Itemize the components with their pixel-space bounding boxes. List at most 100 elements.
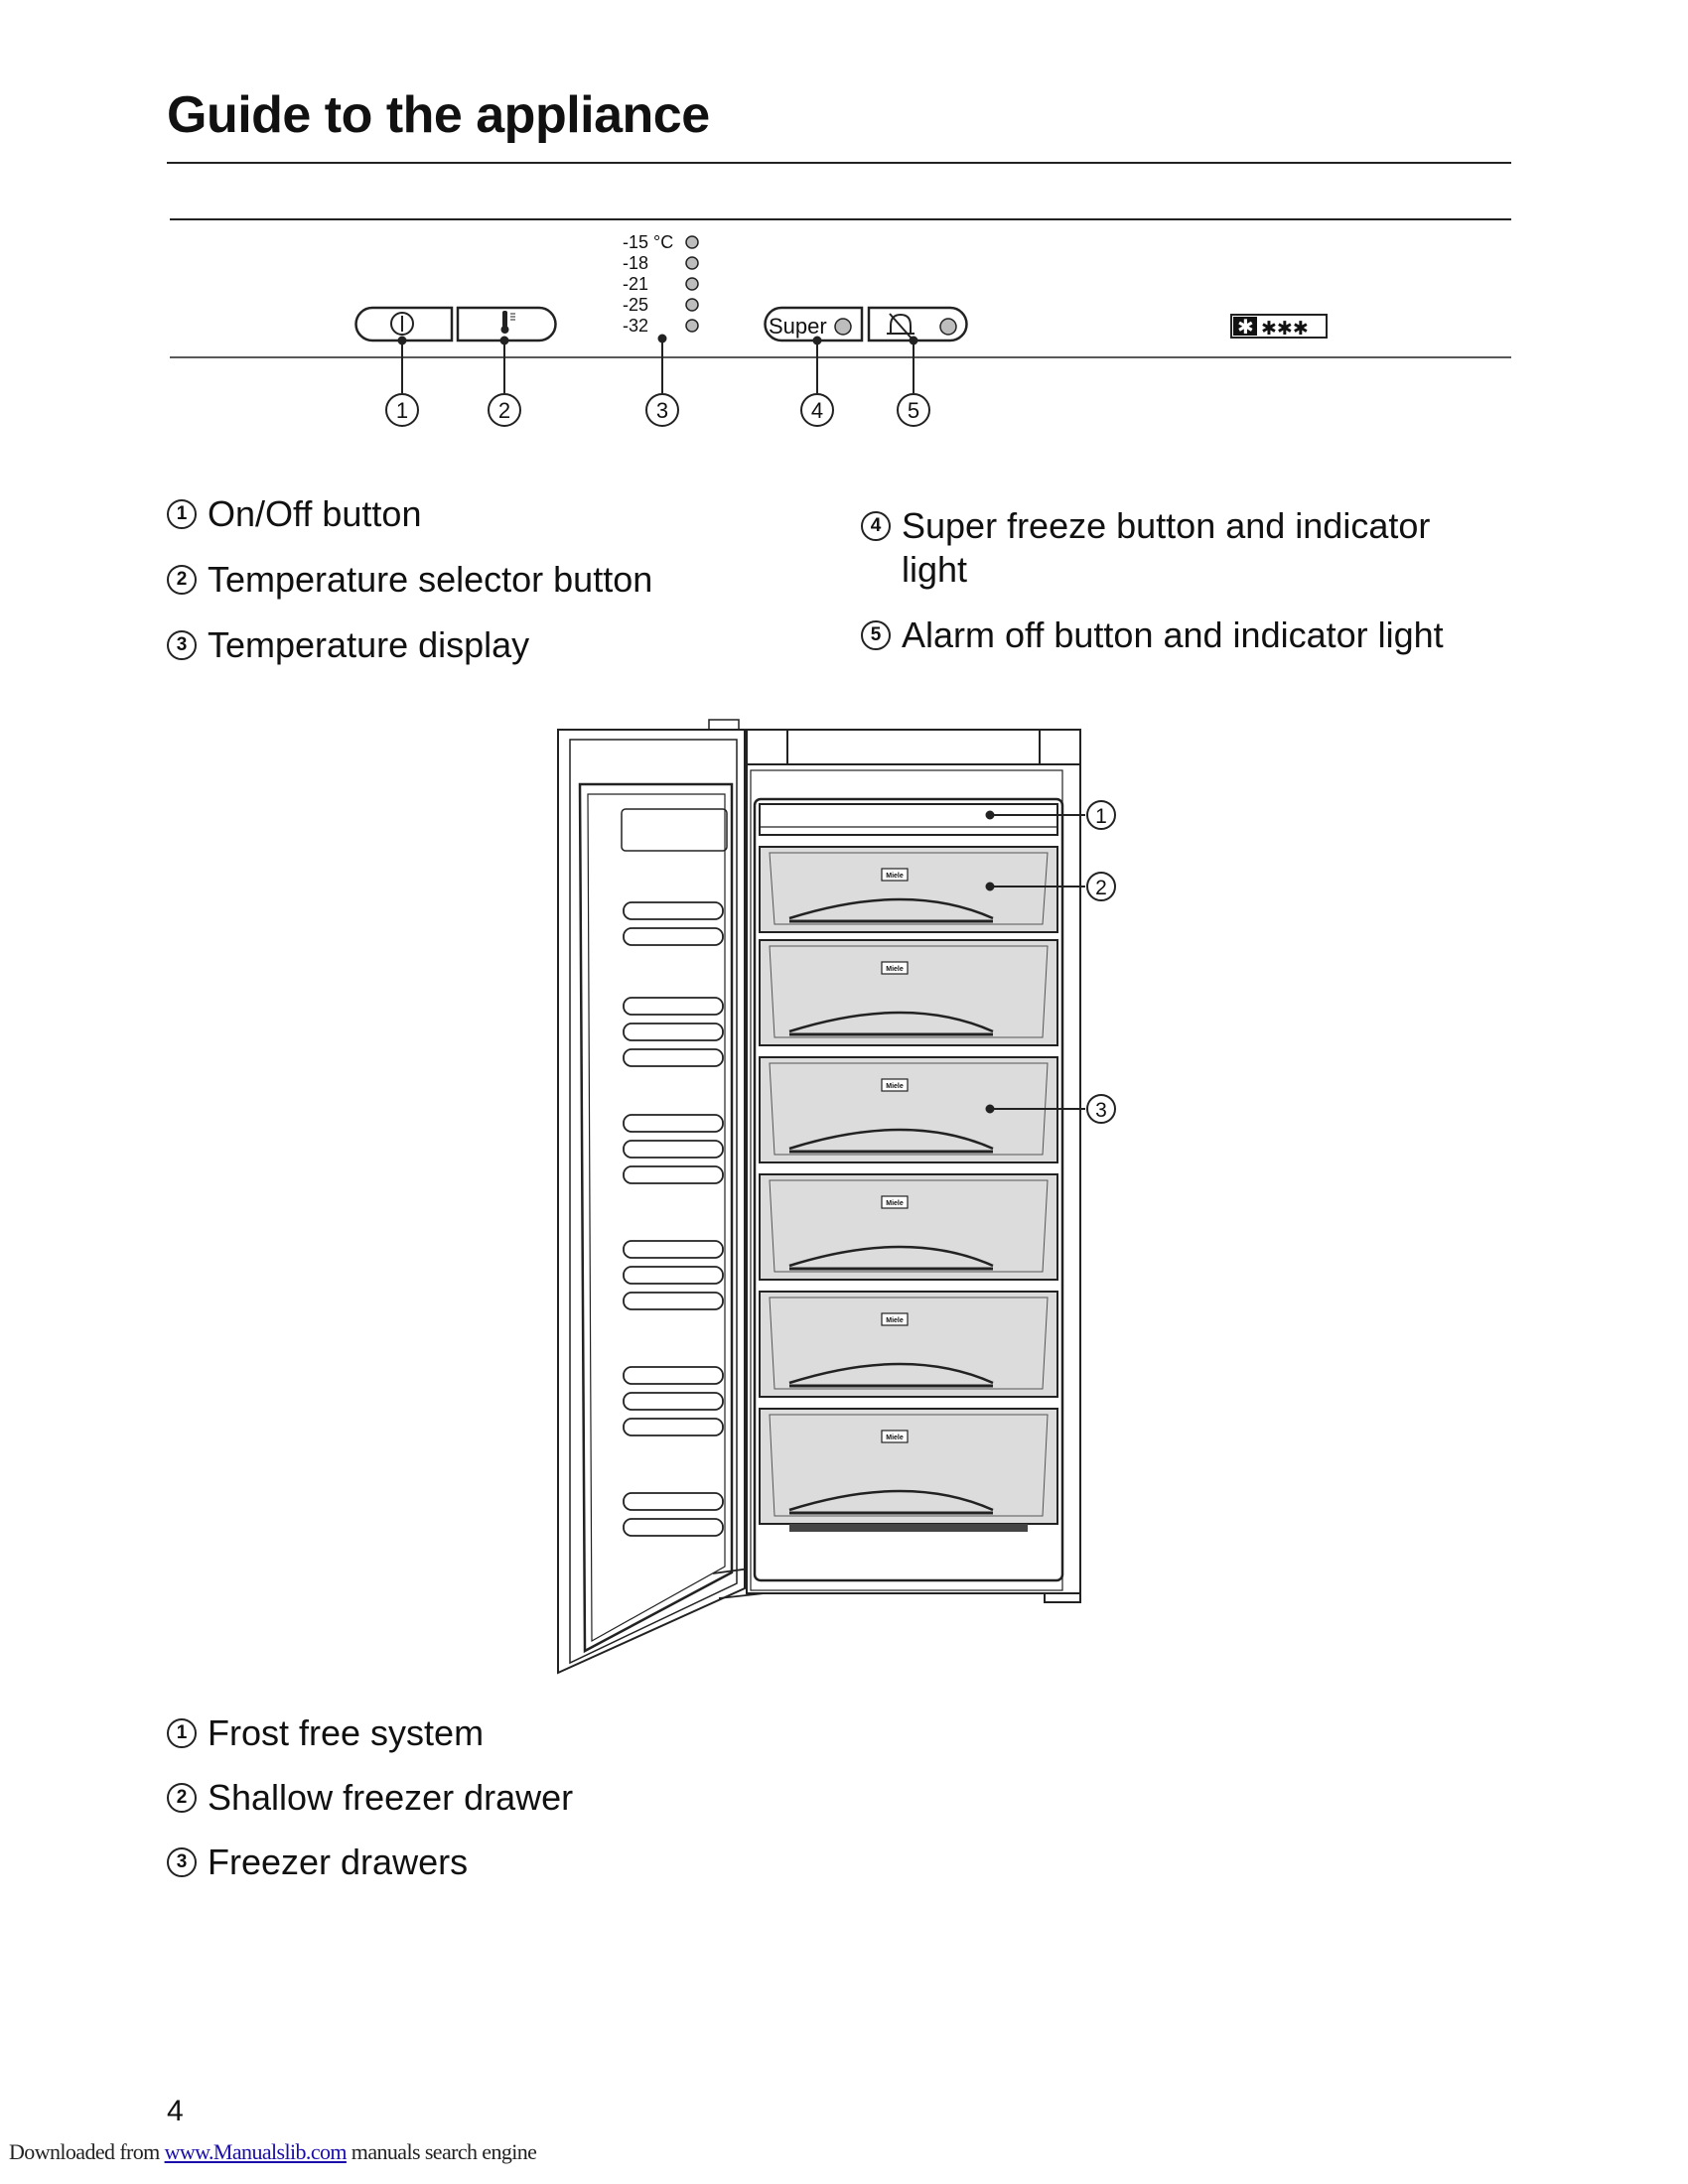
- svg-text:✱: ✱: [1237, 317, 1254, 339]
- legend-item: 4 Super freeze button and indicator ligh…: [861, 504, 1496, 592]
- control-panel-diagram: -15 °C -18 -21 -25 -32 Super ✱ ✱✱✱: [170, 218, 1511, 427]
- svg-text:5: 5: [908, 398, 919, 423]
- freezer-drawer: Miele: [759, 1173, 1058, 1281]
- freezer-drawer: Miele: [759, 939, 1058, 1046]
- download-footer: Downloaded from www.Manualslib.com manua…: [9, 2139, 537, 2165]
- temp-indicator-light: [685, 298, 699, 312]
- legend-item: 5 Alarm off button and indicator light: [861, 614, 1496, 657]
- control-panel-legend-right: 4 Super freeze button and indicator ligh…: [861, 504, 1496, 679]
- temp-indicator-light: [685, 319, 699, 333]
- svg-text:1: 1: [1095, 805, 1107, 828]
- callout-leaders: [397, 334, 918, 393]
- miele-logo-text: Miele: [886, 1434, 904, 1441]
- star-rating-symbol: ✱ ✱✱✱: [1230, 314, 1328, 340]
- callout-4: 4: [800, 393, 834, 427]
- legend-number: 4: [861, 511, 891, 541]
- miele-logo: [881, 961, 909, 975]
- appliance-legend: 1 Frost free system 2 Shallow freezer dr…: [167, 1711, 862, 1905]
- freezer-drawer: Miele: [759, 1291, 1058, 1398]
- freezer-drawer: Miele: [759, 1408, 1058, 1525]
- legend-item: 1 Frost free system: [167, 1711, 862, 1755]
- temp-label: -18: [623, 253, 648, 273]
- legend-text: On/Off button: [208, 493, 422, 534]
- legend-number: 2: [167, 1783, 197, 1813]
- temp-label: -32: [623, 316, 648, 336]
- miele-logo: [881, 1195, 909, 1209]
- miele-logo-text: Miele: [886, 873, 904, 880]
- temp-indicator-light: [685, 277, 699, 291]
- open-door: [557, 719, 766, 1675]
- shallow-freezer-drawer: Miele: [759, 846, 1058, 933]
- callout-2: 2: [488, 393, 521, 427]
- legend-number: 5: [861, 620, 891, 650]
- svg-text:✱✱✱: ✱✱✱: [1261, 319, 1309, 340]
- legend-number: 3: [167, 1847, 197, 1877]
- on-off-button[interactable]: [354, 306, 454, 342]
- appliance-callout-2: 2: [1086, 872, 1116, 901]
- miele-logo-text: Miele: [886, 1317, 904, 1324]
- svg-text:1: 1: [396, 398, 408, 423]
- footer-suffix: manuals search engine: [346, 2139, 537, 2164]
- power-icon: [390, 312, 414, 336]
- temp-label: -21: [623, 274, 648, 294]
- legend-number: 1: [167, 499, 197, 529]
- temp-indicator-light: [685, 235, 699, 249]
- manualslib-link[interactable]: www.Manualslib.com: [164, 2139, 348, 2164]
- legend-item: 3 Freezer drawers: [167, 1841, 862, 1884]
- alarm-off-button[interactable]: [867, 306, 968, 342]
- legend-item: 2 Temperature selector button: [167, 558, 763, 602]
- temp-indicator-light: [685, 256, 699, 270]
- callout-3: 3: [645, 393, 679, 427]
- miele-logo: [881, 1312, 909, 1326]
- temperature-selector-button[interactable]: [456, 306, 557, 342]
- legend-text: Shallow freezer drawer: [208, 1777, 574, 1818]
- legend-number: 1: [167, 1718, 197, 1748]
- miele-logo-text: Miele: [886, 966, 904, 973]
- appliance-callout-leaders: [985, 810, 1085, 1114]
- frost-free-system: [759, 803, 1058, 836]
- legend-number: 2: [167, 565, 197, 595]
- miele-logo-text: Miele: [886, 1083, 904, 1090]
- control-panel-legend-left: 1 On/Off button 2 Temperature selector b…: [167, 492, 763, 689]
- legend-item: 2 Shallow freezer drawer: [167, 1776, 862, 1820]
- appliance-callout-3: 3: [1086, 1094, 1116, 1124]
- miele-logo: [881, 868, 909, 882]
- legend-text: Freezer drawers: [208, 1842, 469, 1882]
- appliance-callout-1: 1: [1086, 800, 1116, 830]
- miele-logo-text: Miele: [886, 1200, 904, 1207]
- callout-1: 1: [385, 393, 419, 427]
- page-title: Guide to the appliance: [167, 86, 710, 144]
- thermometer-icon: [500, 311, 515, 334]
- super-label: Super: [769, 314, 827, 339]
- super-freeze-button[interactable]: Super: [764, 306, 864, 342]
- temp-label: -15 °C: [623, 232, 673, 252]
- legend-text: Temperature display: [208, 624, 530, 665]
- miele-logo: [881, 1078, 909, 1092]
- legend-item: 3 Temperature display: [167, 623, 763, 667]
- svg-text:4: 4: [811, 398, 823, 423]
- miele-logo: [881, 1430, 909, 1443]
- footer-prefix: Downloaded from: [9, 2139, 165, 2164]
- legend-item: 1 On/Off button: [167, 492, 763, 536]
- alarm-indicator-light: [939, 318, 957, 336]
- page-number: 4: [167, 2095, 184, 2127]
- legend-text: Temperature selector button: [208, 559, 653, 600]
- legend-text: Frost free system: [208, 1712, 485, 1753]
- drawer-base-runners: [789, 1524, 1028, 1532]
- door-shelf-bars: [623, 901, 724, 1537]
- svg-text:2: 2: [1095, 877, 1107, 899]
- temperature-display: -15 °C -18 -21 -25 -32: [623, 232, 699, 336]
- callout-5: 5: [897, 393, 930, 427]
- legend-number: 3: [167, 630, 197, 660]
- alarm-off-icon: [887, 313, 914, 341]
- svg-text:2: 2: [498, 398, 510, 423]
- super-indicator-light: [834, 318, 852, 336]
- svg-text:3: 3: [656, 398, 668, 423]
- svg-text:3: 3: [1095, 1099, 1107, 1122]
- title-divider: [167, 162, 1511, 164]
- legend-text: Super freeze button and indicator light: [902, 505, 1431, 590]
- legend-text: Alarm off button and indicator light: [902, 614, 1444, 655]
- temp-label: -25: [623, 295, 648, 315]
